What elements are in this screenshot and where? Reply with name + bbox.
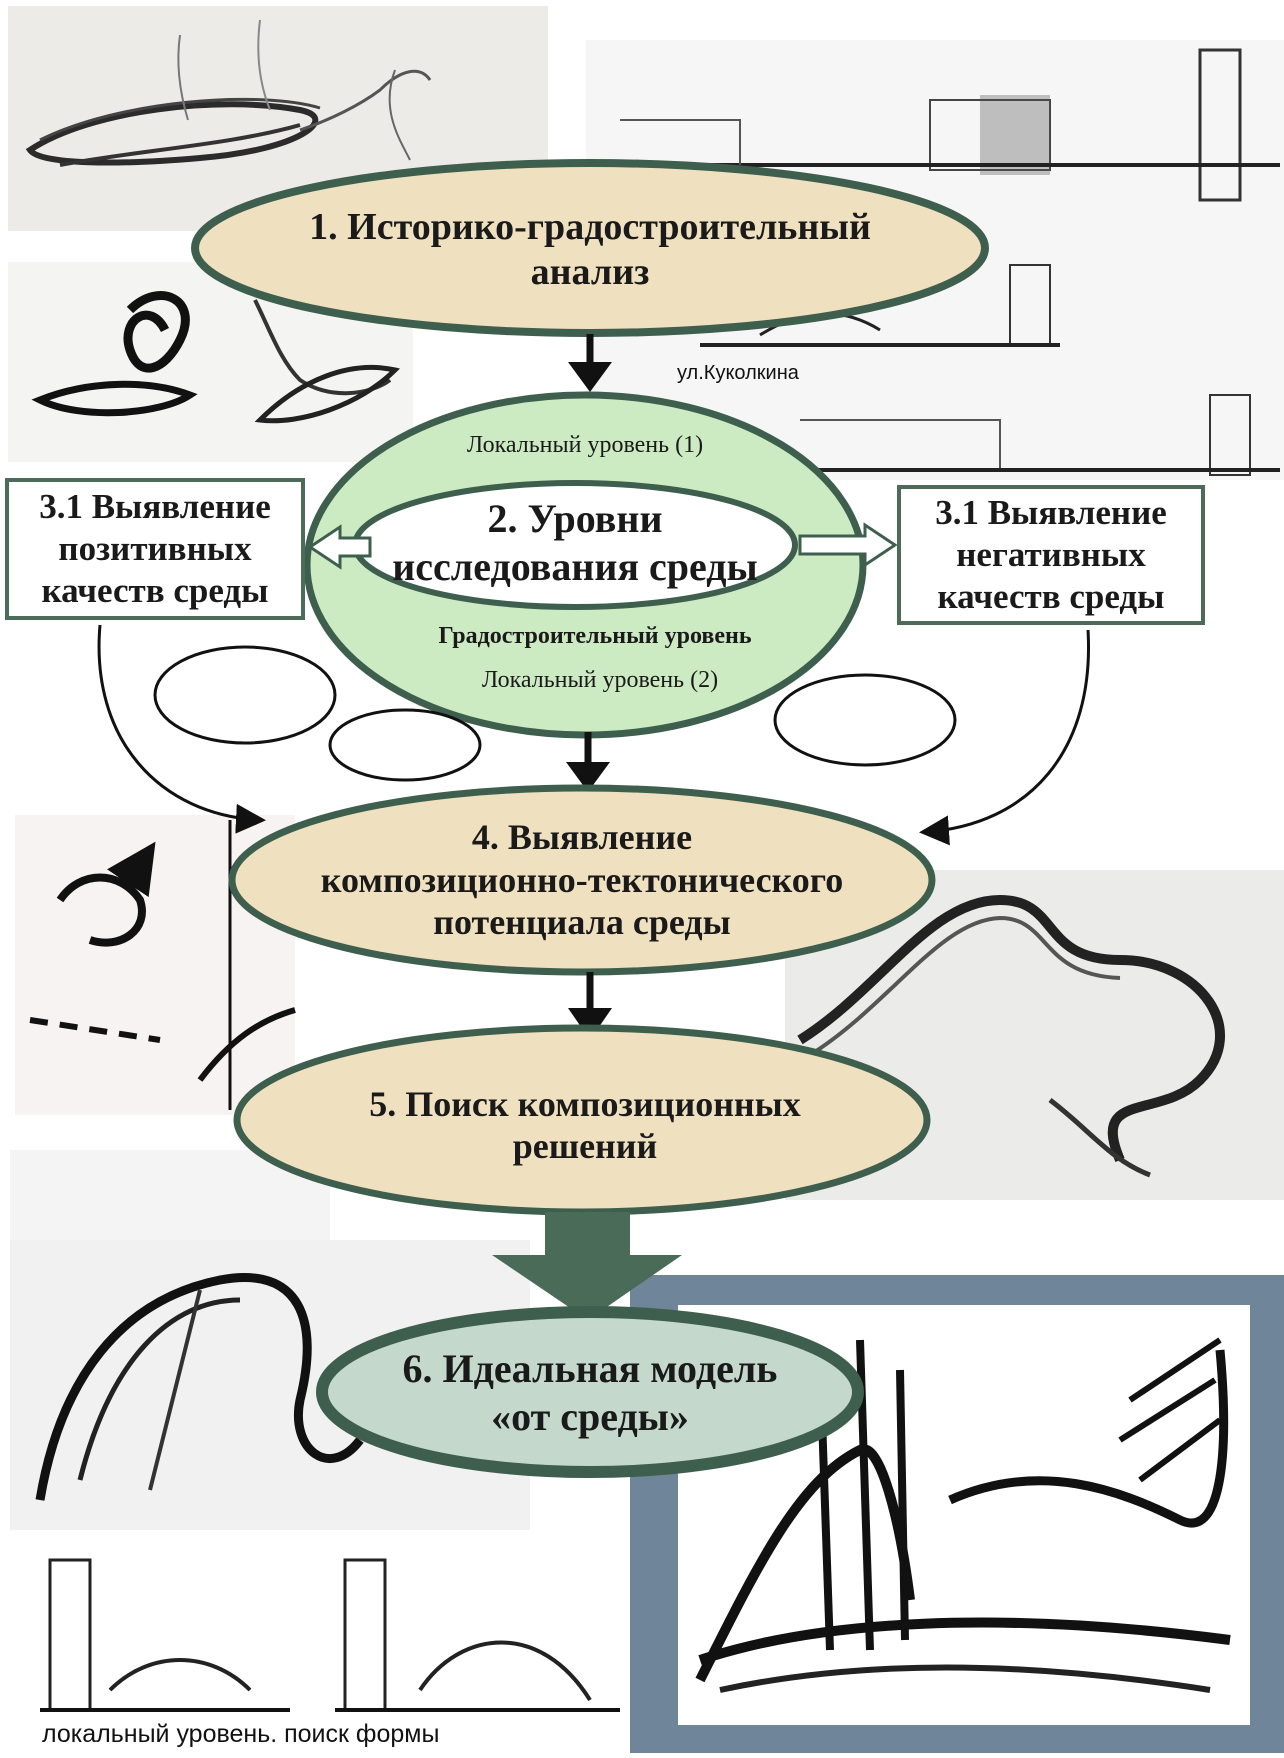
- street-label: ул.Куколкина: [677, 362, 799, 384]
- node4-line2: композиционно-тектонического: [320, 859, 844, 900]
- box-left-line1: 3.1 Выявление: [39, 487, 271, 526]
- arrow-right-icon: [798, 522, 898, 568]
- curved-arrow-right: [919, 629, 1091, 846]
- node4-ellipse: [228, 784, 936, 976]
- empty-ellipse-left-small: [328, 708, 482, 782]
- arrow-down-icon: [568, 1008, 612, 1040]
- node6-ellipse: [316, 1306, 864, 1478]
- node6-label: 6. Идеальная модель «от среды»: [345, 1340, 835, 1445]
- box-negative-qualities: 3.1 Выявление негативных качеств среды: [897, 485, 1205, 625]
- arrow-down-icon: [492, 1212, 682, 1320]
- node2-title: 2. Уровни исследования среды: [390, 485, 760, 600]
- local-level-2: Локальный уровень (2): [481, 667, 719, 693]
- node1-line2: анализ: [530, 251, 650, 293]
- arrow-down-icon: [566, 762, 610, 792]
- curved-arrow-left: [97, 624, 266, 834]
- arrow-left-icon: [307, 524, 372, 570]
- box-left-line2: позитивных: [58, 529, 252, 568]
- bottom-caption: локальный уровень. поиск формы: [42, 1720, 440, 1748]
- box-left-line3: качеств среды: [41, 571, 269, 610]
- box-right-line1: 3.1 Выявление: [935, 493, 1167, 532]
- node4-line3: потенциала среды: [433, 902, 731, 943]
- node5-line2: решений: [512, 1126, 658, 1166]
- node1-ellipse: [191, 159, 989, 337]
- node6-line2: «от среды»: [491, 1393, 689, 1439]
- empty-ellipse-left-large: [153, 645, 337, 745]
- local-level-1: Локальный уровень (1): [466, 432, 704, 458]
- node5-line1: 5. Поиск композиционных: [369, 1083, 801, 1124]
- node4-label: 4. Выявление композиционно-тектоническог…: [262, 810, 902, 950]
- urban-level: Градостроительный уровень: [438, 623, 752, 649]
- node1-label: 1. Историко-градостроительный анализ: [215, 195, 965, 305]
- box-right-line3: качеств среды: [937, 577, 1165, 616]
- arrow-down-icon: [568, 362, 612, 392]
- node6-line1: 6. Идеальная модель: [402, 1346, 778, 1392]
- empty-ellipse-right: [773, 673, 957, 767]
- node4-line1: 4. Выявление: [471, 817, 693, 858]
- node1-line1: 1. Историко-градостроительный: [309, 206, 871, 249]
- sketch-bottom-left: [10, 1150, 620, 1712]
- sketch-final-model: [630, 1275, 1284, 1753]
- box-positive-qualities: 3.1 Выявление позитивных качеств среды: [5, 478, 305, 620]
- node2-title-line1: 2. Уровни: [487, 496, 663, 542]
- node2-title-line2: исследования среды: [392, 543, 758, 589]
- box-right-line2: негативных: [956, 535, 1146, 574]
- node5-label: 5. Поиск композиционных решений: [290, 1075, 880, 1175]
